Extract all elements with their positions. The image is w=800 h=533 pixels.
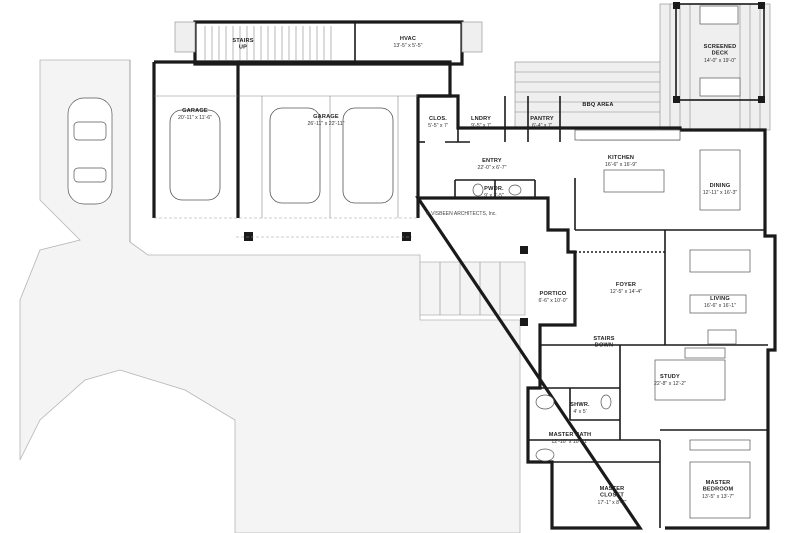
garage-left-walls [152,60,240,218]
car-icon [67,97,113,205]
room-name: GARAGE [182,108,208,114]
deck-columns [673,2,765,103]
powder-sink-icon [508,184,522,196]
room-lndry: LNDRY 9'-5" x 7' [471,116,491,129]
room-dim: 20'-11" x 11'-6" [178,115,212,121]
room-garage-right: GARAGE 26'-11" x 22'-11" [308,114,345,127]
fireplace-icon [699,5,739,25]
room-study: STUDY 22'-8" x 12'-2" [654,374,686,387]
room-name: BBQ AREA [582,102,613,108]
deck-boards [669,4,761,130]
room-name: PORTICO [540,291,567,297]
room-living: LIVING 16'-6" x 16'-1" [704,296,736,309]
deck-sofa [699,77,741,97]
room-master-bath: MASTER BATH 12'-10" x 10'-11" [549,432,592,445]
architect-credit: © VISBEEN ARCHITECTS, Inc. [426,210,497,217]
room-dim: 9'-5" x 7' [471,123,491,129]
dining-table [699,149,741,211]
garage-floor-lines [154,95,418,218]
room-dim: 13'-5" x 13'-7" [702,494,734,500]
driveway [19,59,521,533]
bath-sink-icon [535,448,555,462]
room-dim: 5'-5" x 7' [428,123,448,129]
stair-treads [204,26,332,60]
bbq-patio-pattern [515,71,680,113]
living-sofa [689,249,751,273]
room-dim: 12'-11" x 16'-3" [703,190,738,196]
room-dim: 13'-5" x 5'-5" [393,43,422,49]
toilet-icon [600,394,612,410]
room-name: GARAGE [313,114,339,120]
portico-columns [520,246,528,326]
walkway [419,261,526,316]
service-pad-left [174,21,196,53]
room-dim: 9' x 3'-5" [484,193,504,199]
room-dim: 6'-6" x 10'-0" [538,298,567,304]
room-dim: 17'-1" x 8'-7" [597,500,626,506]
room-name: STUDY [660,374,680,380]
room-name: PANTRY [530,116,554,122]
service-pad-right [461,21,483,53]
room-dim: 6'-4" x 7' [532,123,552,129]
bedroom-bench [689,439,751,451]
room-name: ENTRY [482,158,502,164]
room-garage-left: GARAGE 20'-11" x 11'-6" [178,108,212,121]
room-dim: 22'-0" x 6'-7" [477,165,506,171]
room-dim: 22'-8" x 12'-2" [654,381,686,387]
room-dim: 26'-11" x 22'-11" [308,121,345,127]
room-dim: 16'-6" x 16'-9" [605,162,637,168]
room-portico: PORTICO 6'-6" x 10'-0" [538,291,567,304]
garage-columns [244,232,411,241]
room-name: SHWR. [570,402,590,408]
room-name: KITCHEN [608,155,634,161]
bath-tub-icon [535,394,555,410]
room-dim: 14'-0" x 19'-0" [704,58,736,64]
room-name: FOYER [616,282,636,288]
interior-walls [418,96,768,528]
screened-deck-screen [675,3,765,101]
screened-deck-floor [659,3,771,131]
room-name: DINING [710,183,731,189]
living-fireplace [707,329,737,345]
room-foyer: FOYER 12'-5" x 14'-4" [610,282,642,295]
room-pantry: PANTRY 6'-4" x 7' [530,116,554,129]
room-dim: 12'-10" x 10'-11" [551,439,588,445]
room-shwr: SHWR. 4' x 5' [570,402,590,415]
room-name: LIVING [710,296,730,302]
room-clos: CLOS. 5'-5" x 7' [428,116,448,129]
room-name: LNDRY [471,116,491,122]
garage-car-outlines [169,107,394,204]
room-dim: 4' x 5' [573,409,586,415]
master-bed [689,461,751,519]
kitchen-island [603,169,665,193]
room-dining: DINING 12'-11" x 16'-3" [703,183,738,196]
room-name: CLOS. [429,116,447,122]
room-hvac: HVAC 13'-5" x 5'-5" [393,36,422,49]
room-bbq: BBQ AREA [582,102,613,108]
room-name: HVAC [400,36,416,42]
room-name: MASTER BATH [549,432,592,438]
powder-toilet-icon [472,183,484,197]
room-pwdr: PWDR. 9' x 3'-5" [484,186,504,199]
kitchen-back-counter [574,129,681,141]
room-dim: 16'-6" x 16'-1" [704,303,736,309]
study-rug [654,359,726,401]
room-kitchen: KITCHEN 16'-6" x 16'-9" [605,155,637,168]
study-desk [684,347,726,359]
room-dim: 12'-5" x 14'-4" [610,289,642,295]
living-coffee-table [689,294,747,314]
room-entry: ENTRY 22'-0" x 6'-7" [477,158,506,171]
room-name: PWDR. [484,186,504,192]
